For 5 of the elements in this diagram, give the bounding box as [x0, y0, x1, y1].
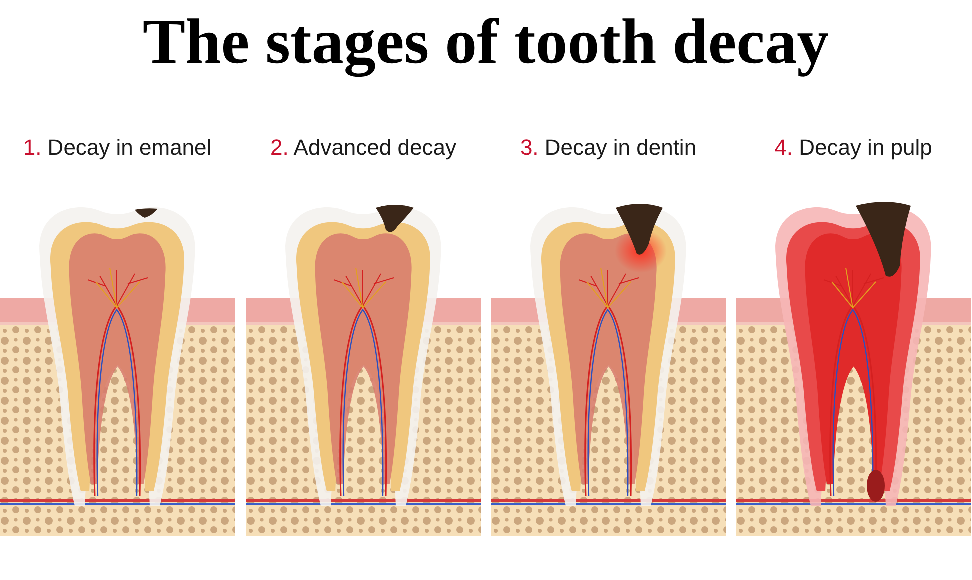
stage-heading: 2. Advanced decay	[270, 134, 456, 162]
stage-heading: 4. Decay in pulp	[774, 134, 932, 162]
stage-heading: 1. Decay in emanel	[23, 134, 212, 162]
stage-heading: 3. Decay in dentin	[520, 134, 697, 162]
title: The stages of tooth decay	[142, 5, 830, 80]
